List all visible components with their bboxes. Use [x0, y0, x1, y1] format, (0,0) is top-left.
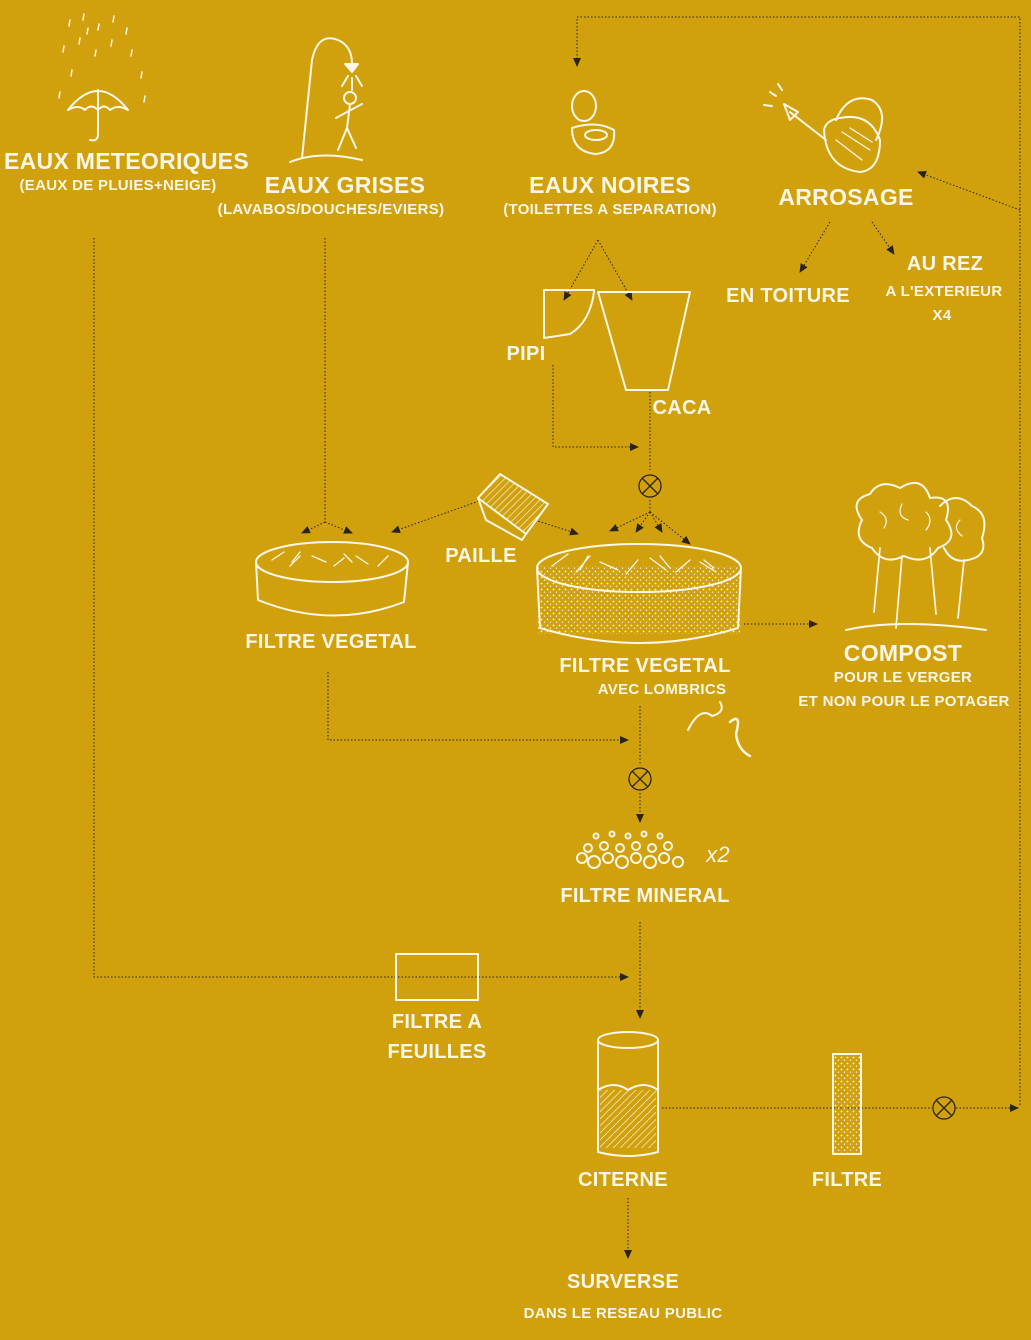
junction-icon: [933, 1097, 955, 1119]
eaux-grises-title: EAUX GRISES: [230, 174, 460, 197]
connector-straw-to-filter: [392, 500, 482, 532]
en-toiture-label: EN TOITURE: [716, 286, 860, 306]
filter-column-icon: [833, 1054, 861, 1154]
connector-fan-4: [650, 512, 690, 544]
filtre-mineral-multiplier: x2: [692, 844, 744, 866]
compost-title: COMPOST: [836, 642, 970, 665]
filtre-vegetal-lombrics-subtitle: AVEC LOMBRICS: [586, 682, 738, 697]
shower-icon: [290, 38, 362, 162]
compost-tree-icon: [846, 483, 986, 630]
pipi-label: PIPI: [496, 344, 556, 364]
connector-to-ground: [872, 222, 894, 254]
arrosage-title: ARROSAGE: [776, 186, 916, 209]
filtre-vegetal-lombrics-title: FILTRE VEGETAL: [546, 656, 744, 676]
connector-grey-left: [302, 522, 325, 533]
compost-line3: ET NON POUR LE POTAGER: [784, 694, 1024, 709]
vegetal-filter-icon: [256, 542, 408, 616]
umbrella-rain-icon: [59, 14, 145, 140]
gravel-icon: [577, 832, 683, 869]
connector-straw-to-worm-filter: [535, 520, 578, 534]
connector-loop-to-watering: [918, 172, 1020, 210]
watering-can-icon: [764, 84, 882, 172]
surverse-subtitle: DANS LE RESEAU PUBLIC: [498, 1306, 748, 1321]
junction-icon: [639, 475, 661, 497]
worm-filter-icon: [537, 544, 741, 643]
cistern-icon: [598, 1032, 658, 1156]
toilet-icon: [572, 91, 614, 154]
connector-fan-1: [610, 512, 650, 531]
filtre-vegetal-title: FILTRE VEGETAL: [232, 632, 430, 652]
citerne-title: CITERNE: [566, 1170, 680, 1190]
straw-bale-icon: [478, 474, 548, 540]
connector-grey-right: [325, 522, 352, 533]
connector-pipi-to-junction: [553, 365, 638, 447]
caca-label: CACA: [646, 398, 718, 418]
connector-filter-to-junction: [328, 672, 628, 740]
au-rez-title: AU REZ: [880, 254, 1010, 274]
feces-container-icon: [598, 292, 690, 390]
filtre-feuilles-line1: FILTRE A: [374, 1012, 500, 1032]
worm-icon: [688, 702, 750, 756]
au-rez-line2: A L'EXTERIEUR: [870, 284, 1018, 299]
eaux-meteoriques-title: EAUX METEORIQUES: [4, 150, 232, 173]
eaux-meteoriques-subtitle: (EAUX DE PLUIES+NEIGE): [4, 178, 232, 193]
eaux-noires-subtitle: (TOILETTES A SEPARATION): [488, 202, 732, 217]
connector-fan-3: [650, 512, 662, 532]
filtre-title: FILTRE: [796, 1170, 898, 1190]
filtre-feuilles-line2: FEUILLES: [374, 1042, 500, 1062]
junction-icon: [629, 768, 651, 790]
paille-label: PAILLE: [434, 546, 528, 566]
surverse-title: SURVERSE: [550, 1272, 696, 1292]
eaux-noires-title: EAUX NOIRES: [490, 174, 730, 197]
au-rez-line3: X4: [902, 308, 982, 323]
filtre-mineral-title: FILTRE MINERAL: [548, 886, 742, 906]
eaux-grises-subtitle: (LAVABOS/DOUCHES/EVIERS): [200, 202, 462, 217]
compost-line2: POUR LE VERGER: [820, 670, 986, 685]
urine-container-icon: [544, 290, 594, 338]
connector-to-roof: [800, 222, 830, 272]
